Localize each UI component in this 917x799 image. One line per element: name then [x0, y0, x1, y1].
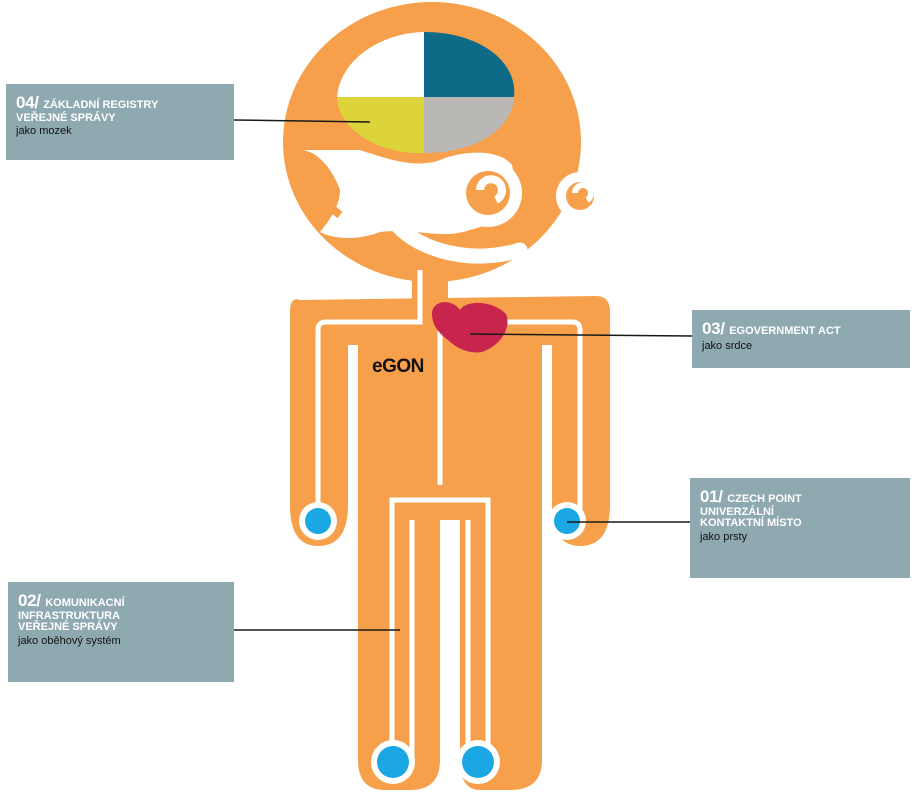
- torso: [290, 270, 610, 546]
- egon-name: eGON: [372, 356, 424, 377]
- brain-segment-yellow: [337, 97, 424, 154]
- brain: [337, 32, 515, 154]
- label-04-title-line2: VEŘEJNÉ SPRÁVY: [16, 111, 116, 124]
- eyes: [454, 159, 604, 227]
- label-03-number: 03/: [702, 319, 725, 338]
- label-box-01: 01/ CZECH POINT UNIVERZÁLNÍ KONTAKTNÍ MÍ…: [690, 478, 910, 578]
- label-box-04: 04/ ZÁKLADNÍ REGISTRY VEŘEJNÉ SPRÁVY jak…: [6, 84, 234, 160]
- label-02-title-line1: KOMUNIKACNÍ: [45, 597, 125, 609]
- hands-and-feet: [299, 502, 586, 784]
- brain-segment-grey: [424, 97, 514, 153]
- label-02-title-line2: INFRASTRUKTURA: [18, 609, 121, 622]
- connector-04: [233, 119, 371, 123]
- label-04-title-line1: ZÁKLADNÍ REGISTRY: [43, 99, 159, 111]
- brain-segment-white: [337, 32, 424, 97]
- label-01-title-line2: UNIVERZÁLNÍ: [700, 505, 774, 518]
- label-03-subtitle: jako srdce: [702, 339, 753, 352]
- smile: [390, 218, 528, 264]
- label-01-number: 01/: [700, 487, 723, 506]
- connector-03: [469, 333, 693, 337]
- label-02-title-line3: VEŘEJNÉ SPRÁVY: [18, 621, 118, 634]
- neck: [412, 270, 448, 300]
- head: [283, 2, 604, 282]
- label-02-number: 02/: [18, 591, 41, 610]
- connector-lines: [233, 119, 693, 631]
- label-box-03: 03/ eGOVERNMENT ACT jako srdce: [692, 310, 910, 368]
- label-01-subtitle: jako prsty: [700, 530, 748, 543]
- label-01-title-line1: CZECH POINT: [727, 493, 802, 505]
- label-04-number: 04/: [16, 93, 39, 112]
- label-04-subtitle: jako mozek: [16, 125, 72, 138]
- face-patch: [300, 150, 515, 238]
- brain-segment-dark: [424, 32, 515, 97]
- label-01-title-line3: KONTAKTNÍ MÍSTO: [700, 517, 802, 530]
- heart: [432, 302, 508, 353]
- label-03-title-line1: eGOVERNMENT ACT: [729, 325, 841, 337]
- label-box-02: 02/ KOMUNIKACNÍ INFRASTRUKTURA VEŘEJNÉ S…: [8, 582, 234, 682]
- label-02-subtitle: jako oběhový systém: [18, 634, 121, 647]
